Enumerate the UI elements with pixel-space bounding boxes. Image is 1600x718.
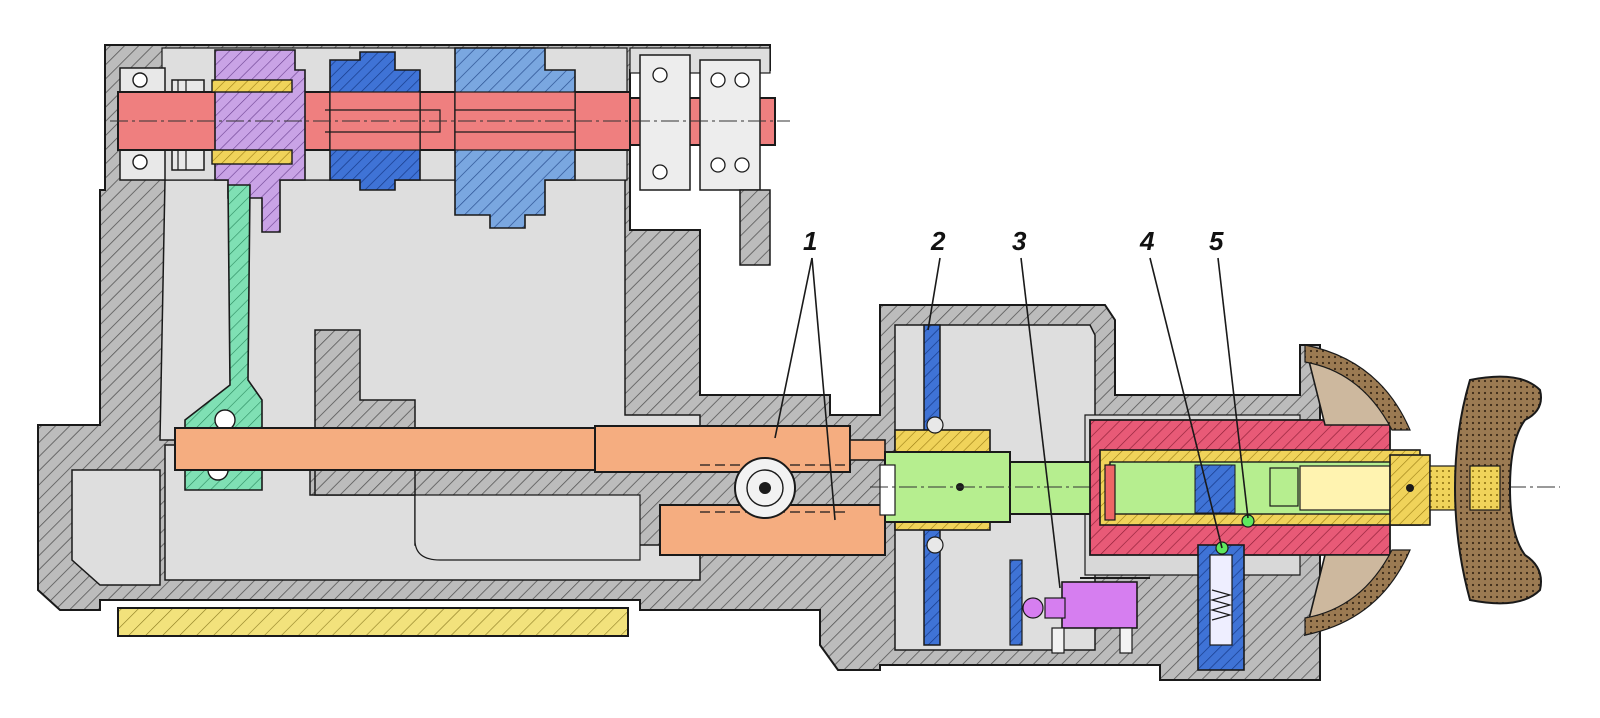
callout-1-leader-b [811, 257, 836, 521]
callout-2-leader [927, 257, 941, 331]
callout-3-leader [1020, 257, 1061, 589]
sleeve-and-detent [1089, 419, 1421, 671]
callout-4-leader [1149, 257, 1223, 549]
shift-lever [184, 184, 263, 491]
selector-gear-and-shaft [870, 324, 1560, 646]
callout-1-leader-a [774, 257, 813, 439]
callout-label-1: 1 [803, 226, 817, 256]
callout-5-leader [1217, 257, 1249, 519]
stopper-block [1022, 577, 1150, 654]
callout-label-4: 4 [1139, 226, 1155, 256]
base-plate [117, 607, 629, 637]
shift-rods [174, 425, 886, 556]
callout-label-3: 3 [1012, 226, 1027, 256]
top-shaft-assembly [110, 47, 790, 266]
callout-label-2: 2 [930, 226, 946, 256]
callouts: 1 2 3 4 5 [774, 226, 1249, 589]
control-knob [1303, 343, 1542, 637]
callout-label-5: 5 [1209, 226, 1224, 256]
